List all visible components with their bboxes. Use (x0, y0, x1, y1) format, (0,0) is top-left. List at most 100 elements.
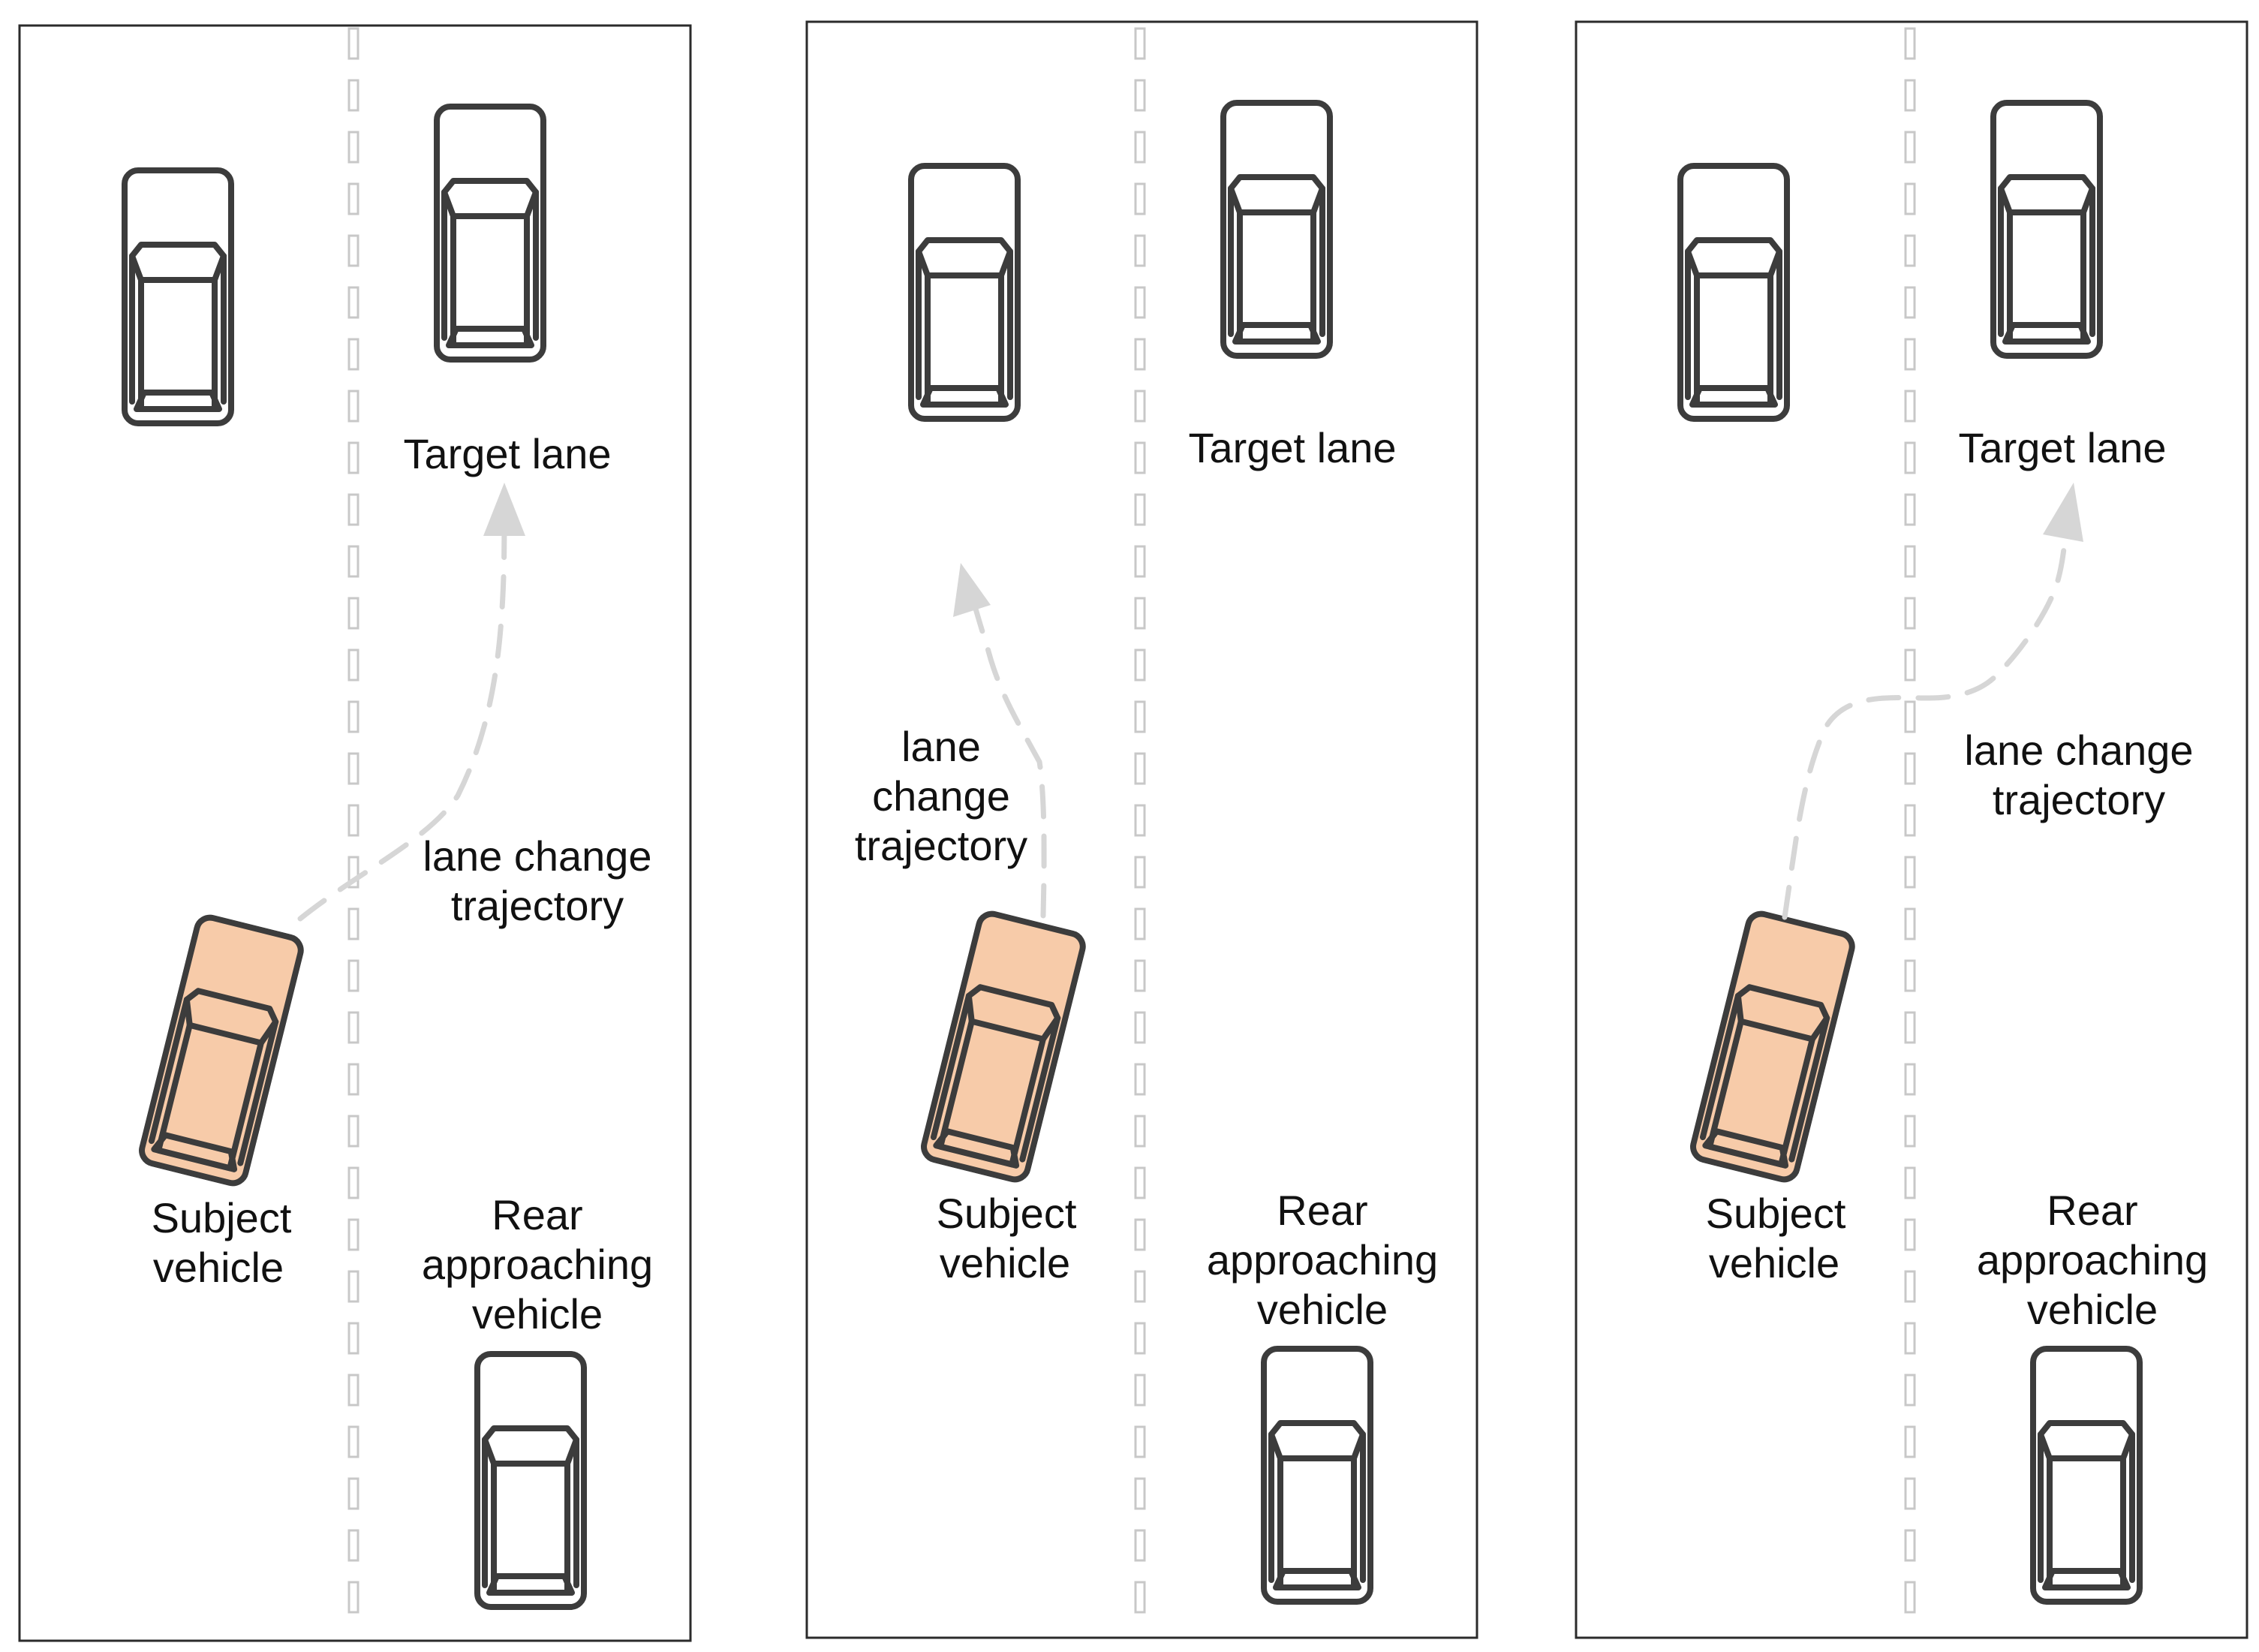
lane-dash (1134, 1322, 1146, 1355)
panel-1: Target lane lane change trajectory Subje… (18, 24, 692, 1642)
lane-dash (1134, 131, 1146, 164)
lane-change-trajectory-arrow (297, 522, 507, 922)
lane-dash (347, 648, 359, 682)
lane-dash (1904, 1166, 1916, 1199)
lane-dash (347, 234, 359, 267)
lane-dash (347, 131, 359, 164)
lane-dash (347, 182, 359, 215)
lane-dash (1134, 390, 1146, 423)
lane-dash (1904, 648, 1916, 682)
trajectory-label-line-3: trajectory (855, 822, 1027, 869)
rear-label-line-2: approaching (422, 1241, 653, 1288)
lane-dash (1904, 1011, 1916, 1044)
lane-dash (1134, 907, 1146, 940)
trajectory-label-line-2: change (872, 772, 1010, 820)
rear-label-line-1: Rear (2047, 1187, 2137, 1234)
lane-dash (1904, 286, 1916, 319)
lane-dash (347, 804, 359, 837)
lane-dash (347, 390, 359, 423)
trajectory-label-line-1: lane (901, 723, 981, 770)
lane-dash (347, 79, 359, 112)
lane-dash (347, 1477, 359, 1510)
panel-2: Target lane lane change trajectory Subje… (805, 20, 1478, 1639)
target-lane-label: Target lane (403, 430, 611, 477)
lane-dash (1904, 1374, 1916, 1407)
front-left-vehicle (125, 170, 231, 423)
target-lane-front-vehicle (437, 107, 543, 360)
lane-dash (1134, 700, 1146, 733)
subject-label-line-1: Subject (1706, 1190, 1846, 1237)
lane-dash (1904, 234, 1916, 267)
lane-dash (347, 1218, 359, 1251)
arrowhead-icon (483, 483, 525, 536)
lane-dash (1904, 752, 1916, 785)
lane-dash (1904, 545, 1916, 578)
target-lane-label: Target lane (1188, 424, 1396, 471)
lane-dash (347, 545, 359, 578)
lane-dash (1134, 804, 1146, 837)
lane-dash (347, 959, 359, 992)
lane-dash (347, 1425, 359, 1458)
rear-label-line-1: Rear (492, 1191, 582, 1238)
lane-dash (1904, 338, 1916, 371)
lane-change-trajectory-arrow (1782, 526, 2068, 920)
lane-dash (347, 752, 359, 785)
lane-dash (1134, 1374, 1146, 1407)
lane-dash (1134, 1218, 1146, 1251)
lane-dash (1904, 959, 1916, 992)
lane-dash (347, 1166, 359, 1199)
subject-label-line-1: Subject (937, 1190, 1077, 1237)
lane-dash (1134, 182, 1146, 215)
rear-label-line-3: vehicle (472, 1290, 603, 1338)
lane-dash (1134, 597, 1146, 630)
lane-dash (1904, 856, 1916, 889)
rear-label-line-2: approaching (1207, 1236, 1438, 1283)
front-left-vehicle (1680, 166, 1787, 419)
lane-dash (1134, 1011, 1146, 1044)
lane-dash (1904, 1425, 1916, 1458)
lane-dash (1134, 234, 1146, 267)
lane-dash (1904, 441, 1916, 474)
panel-3: Target lane lane change trajectory Subje… (1575, 20, 2248, 1639)
front-left-vehicle (911, 166, 1018, 419)
lane-dash (1134, 752, 1146, 785)
lane-dash (1904, 1218, 1916, 1251)
lane-dash (1134, 1063, 1146, 1096)
lane-dash (1134, 959, 1146, 992)
lane-marking (1134, 27, 1146, 1614)
lane-dash (347, 1063, 359, 1096)
arrowhead-icon (953, 563, 991, 617)
lane-dash (347, 27, 359, 60)
lane-dash (1904, 1581, 1916, 1614)
lane-dash (347, 1374, 359, 1407)
lane-dash (1904, 1115, 1916, 1148)
lane-dash (1904, 131, 1916, 164)
lane-dash (1904, 597, 1916, 630)
lane-dash (1134, 1115, 1146, 1148)
lane-dash (1134, 1425, 1146, 1458)
rear-approaching-vehicle (477, 1354, 584, 1607)
rear-label-line-2: approaching (1977, 1236, 2208, 1283)
lane-dash (1134, 1270, 1146, 1303)
lane-dash (1904, 182, 1916, 215)
subject-label-line-1: Subject (152, 1194, 292, 1241)
lane-marking (347, 27, 359, 1614)
lane-dash (347, 1529, 359, 1562)
lane-dash (1134, 1529, 1146, 1562)
target-lane-front-vehicle (1993, 103, 2100, 356)
target-lane-front-vehicle (1223, 103, 1330, 356)
target-lane-label: Target lane (1958, 424, 2166, 471)
lane-dash (1134, 493, 1146, 526)
lane-dash (347, 1322, 359, 1355)
trajectory-label-line-2: trajectory (1993, 776, 2165, 823)
rear-label-line-1: Rear (1277, 1187, 1367, 1234)
lane-dash (347, 286, 359, 319)
lane-dash (347, 1270, 359, 1303)
lane-dash (347, 338, 359, 371)
trajectory-label-line-1: lane change (1964, 727, 2193, 774)
rear-label-line-3: vehicle (2027, 1286, 2158, 1333)
rear-label-line-3: vehicle (1257, 1286, 1388, 1333)
lane-dash (347, 700, 359, 733)
lane-dash (1904, 79, 1916, 112)
lane-dash (1904, 907, 1916, 940)
